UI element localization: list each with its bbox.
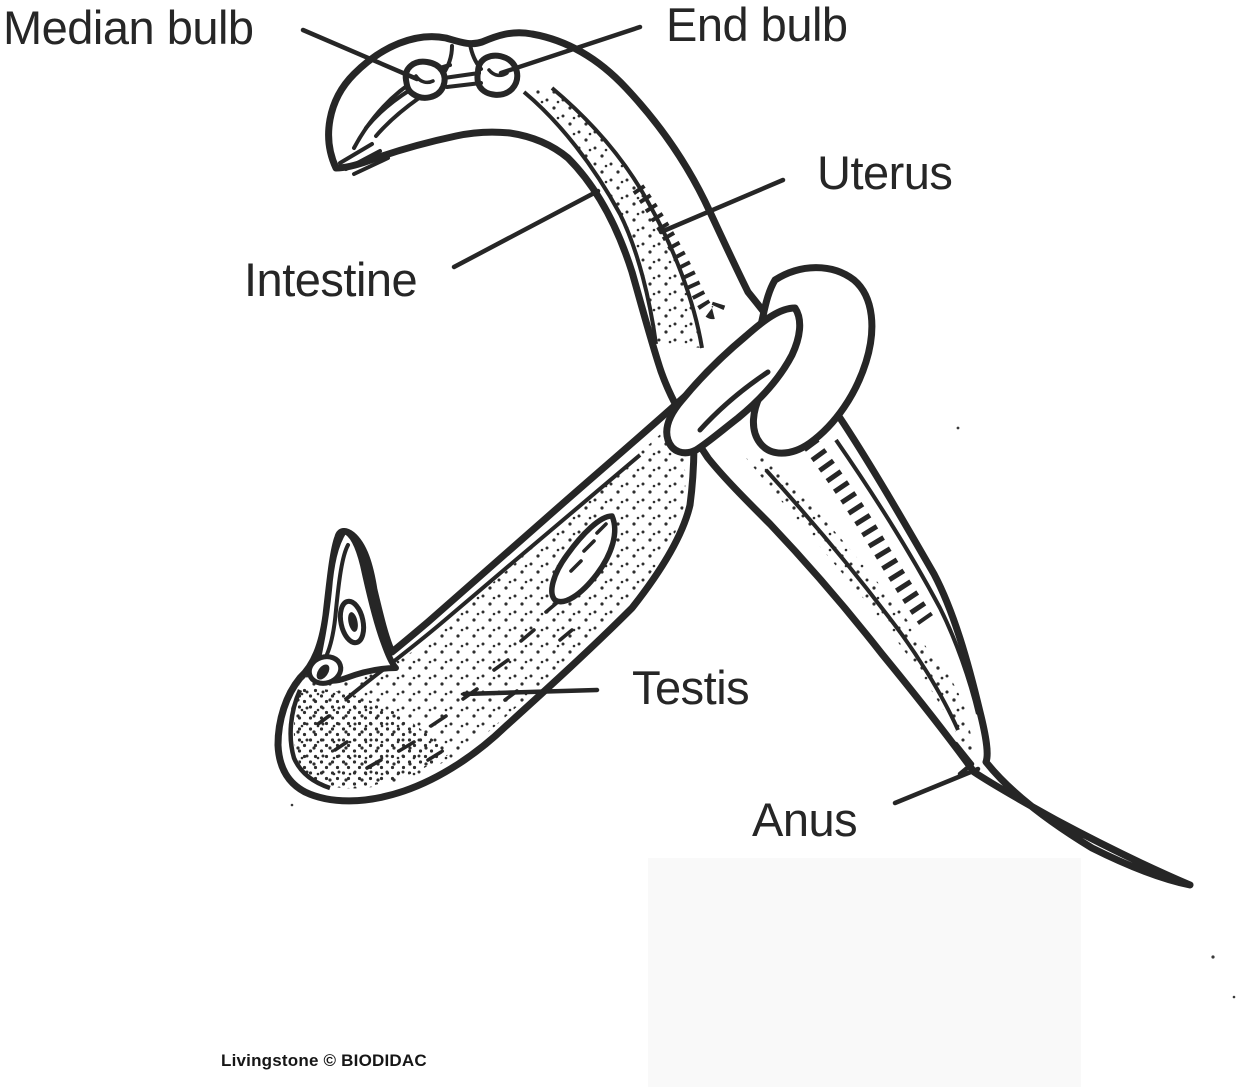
label-median-bulb: Median bulb — [3, 1, 254, 54]
label-testis: Testis — [632, 661, 750, 714]
anus-notch — [953, 741, 975, 777]
head-notch-lines — [442, 42, 483, 75]
esophagus-tube — [364, 88, 421, 138]
uterus-chain-lower — [787, 416, 933, 625]
leader-intestine — [451, 188, 601, 270]
leader-uterus — [658, 177, 786, 235]
label-anus: Anus — [752, 793, 858, 846]
label-uterus: Uterus — [817, 146, 953, 199]
intestine-wall-left — [522, 90, 658, 345]
noise-speck — [1211, 955, 1215, 959]
noise-speck — [1232, 995, 1236, 999]
lower-intestine-region — [746, 452, 973, 760]
leader-anus — [892, 766, 981, 806]
knot-thumb-lobe — [663, 304, 804, 457]
snout-hatch-lines — [338, 142, 390, 176]
testis-dense-stipple-bowl — [293, 687, 448, 789]
intestine-region — [524, 88, 702, 348]
attribution-text: Livingstone © BIODIDAC — [221, 1051, 427, 1070]
hook-inner-line — [288, 689, 331, 791]
lower-body-inner-line-left — [764, 468, 960, 731]
knot-inner-arc — [697, 369, 771, 433]
testis-dash-marks — [316, 599, 574, 770]
lower-body-stipple-patch — [896, 630, 971, 758]
lower-body-inner-line-right — [834, 438, 980, 715]
noise-speck — [956, 426, 960, 430]
label-intestine: Intestine — [244, 253, 418, 306]
testis-region — [289, 420, 686, 789]
leader-median-bulb — [300, 27, 420, 82]
leader-testis — [461, 687, 600, 697]
noise-speck — [290, 803, 294, 807]
spicule-core-upper — [348, 612, 358, 632]
uterus-chain-upper — [632, 184, 727, 320]
scan-artifact-panel — [648, 858, 1081, 1087]
spicule-core-lower — [316, 664, 330, 680]
label-end-bulb: End bulb — [666, 0, 848, 51]
leader-end-bulb — [498, 24, 643, 76]
tail-tip-inner-line — [320, 543, 350, 666]
testis-tube-end — [549, 513, 618, 605]
median-bulb-shape — [402, 58, 448, 101]
intestine-wall-right — [550, 86, 704, 349]
male-inner-wall-line — [343, 453, 642, 702]
pharynx-tube — [442, 71, 483, 89]
testis-tube-end-dashes — [569, 522, 608, 573]
